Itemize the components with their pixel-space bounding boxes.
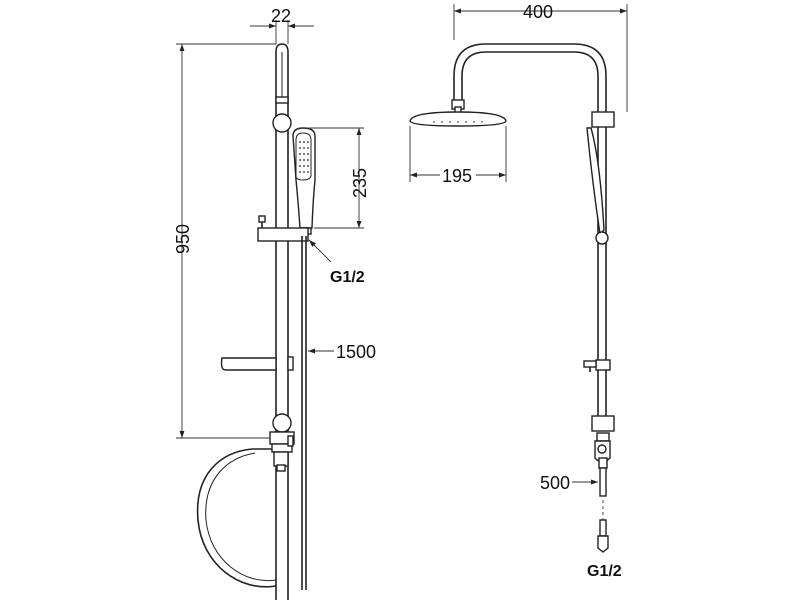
- bottom-bracket: [591, 415, 615, 432]
- diverter-side: [594, 432, 611, 469]
- rail-width-label: 22: [271, 6, 291, 26]
- connection-pipe: [599, 467, 607, 497]
- hand-shower-length-label: 235: [350, 168, 370, 198]
- rail-width-dimension: [250, 20, 314, 44]
- front-view: 22 950 235 G1/2 1500: [173, 6, 376, 600]
- top-bracket: [591, 111, 615, 128]
- head-diameter-label: 195: [442, 166, 472, 186]
- inlet-connection-label: G1/2: [587, 563, 622, 580]
- hand-shower-side: [586, 127, 605, 236]
- width-dimension: [453, 4, 628, 112]
- pipe-length-label: 500: [540, 473, 570, 493]
- holder-knob: [595, 231, 609, 245]
- side-view: 400 195 500 G1/2: [409, 2, 628, 580]
- rail-knob-top: [272, 113, 292, 133]
- shower-rail: [275, 43, 289, 600]
- hand-shower-holder: [257, 215, 309, 242]
- wall-inlet: [597, 519, 609, 553]
- rail-knob-bottom: [272, 413, 292, 433]
- hose-connection-label: G1/2: [330, 269, 365, 286]
- height-dimension: [176, 43, 276, 439]
- height-label: 950: [173, 224, 193, 254]
- hose-length-label: 1500: [336, 342, 376, 362]
- hose-connection-leader: [308, 239, 332, 263]
- soap-dish: [220, 356, 294, 371]
- shower-arm: [453, 43, 607, 117]
- rain-shower-head: [409, 111, 507, 127]
- riser-rail: [597, 117, 607, 430]
- mid-holder: [583, 359, 611, 372]
- shower-hose: [196, 236, 307, 590]
- hand-shower-dimension: [308, 127, 364, 229]
- hand-shower: [292, 127, 316, 235]
- width-label: 400: [523, 2, 553, 22]
